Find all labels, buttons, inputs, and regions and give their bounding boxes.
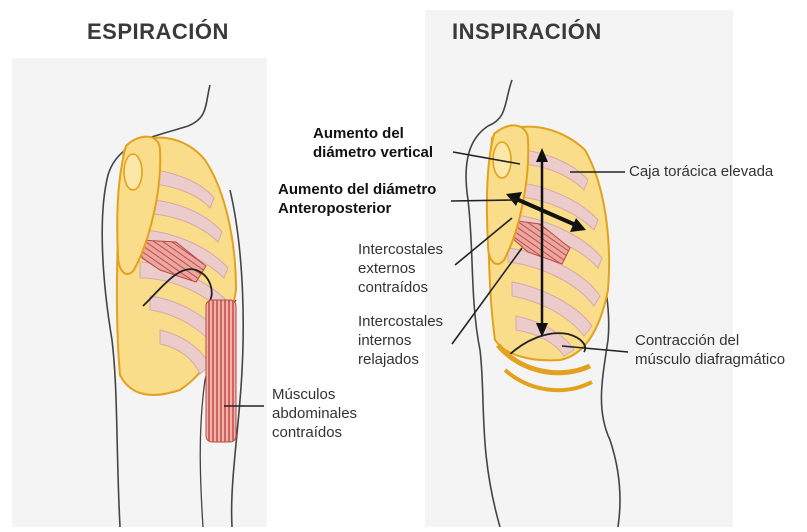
abdominal-muscles <box>206 300 236 442</box>
label-ap-line-1: Aumento del diámetro <box>278 180 436 199</box>
label-int-line-2: internos <box>358 331 443 350</box>
label-abd-line-2: abdominales <box>272 404 357 423</box>
label-int-line-3: relajados <box>358 350 443 369</box>
label-ext-line-2: externos <box>358 259 443 278</box>
label-vertical-line-1: Aumento del <box>313 124 433 143</box>
label-intercostales-externos: Intercostales externos contraídos <box>358 240 443 297</box>
title-espiracion: ESPIRACIÓN <box>87 19 229 45</box>
label-int-line-1: Intercostales <box>358 312 443 331</box>
label-aumento-diametro-anteroposterior: Aumento del diámetro Anteroposterior <box>278 180 436 218</box>
label-diaf-line-1: Contracción del <box>635 331 785 350</box>
label-abd-line-1: Músculos <box>272 385 357 404</box>
label-aumento-diametro-vertical: Aumento del diámetro vertical <box>313 124 433 162</box>
label-intercostales-internos: Intercostales internos relajados <box>358 312 443 369</box>
label-contraccion-diafragma: Contracción del músculo diafragmático <box>635 331 785 369</box>
label-diaf-line-2: músculo diafragmático <box>635 350 785 369</box>
label-ap-line-2: Anteroposterior <box>278 199 436 218</box>
label-ext-line-3: contraídos <box>358 278 443 297</box>
label-musculos-abdominales: Músculos abdominales contraídos <box>272 385 357 442</box>
label-abd-line-3: contraídos <box>272 423 357 442</box>
leader-anteroposterior <box>451 200 516 201</box>
label-vertical-line-2: diámetro vertical <box>313 143 433 162</box>
label-ext-line-1: Intercostales <box>358 240 443 259</box>
label-caja-toracica-elevada: Caja torácica elevada <box>629 162 773 181</box>
title-inspiracion: INSPIRACIÓN <box>452 19 602 45</box>
